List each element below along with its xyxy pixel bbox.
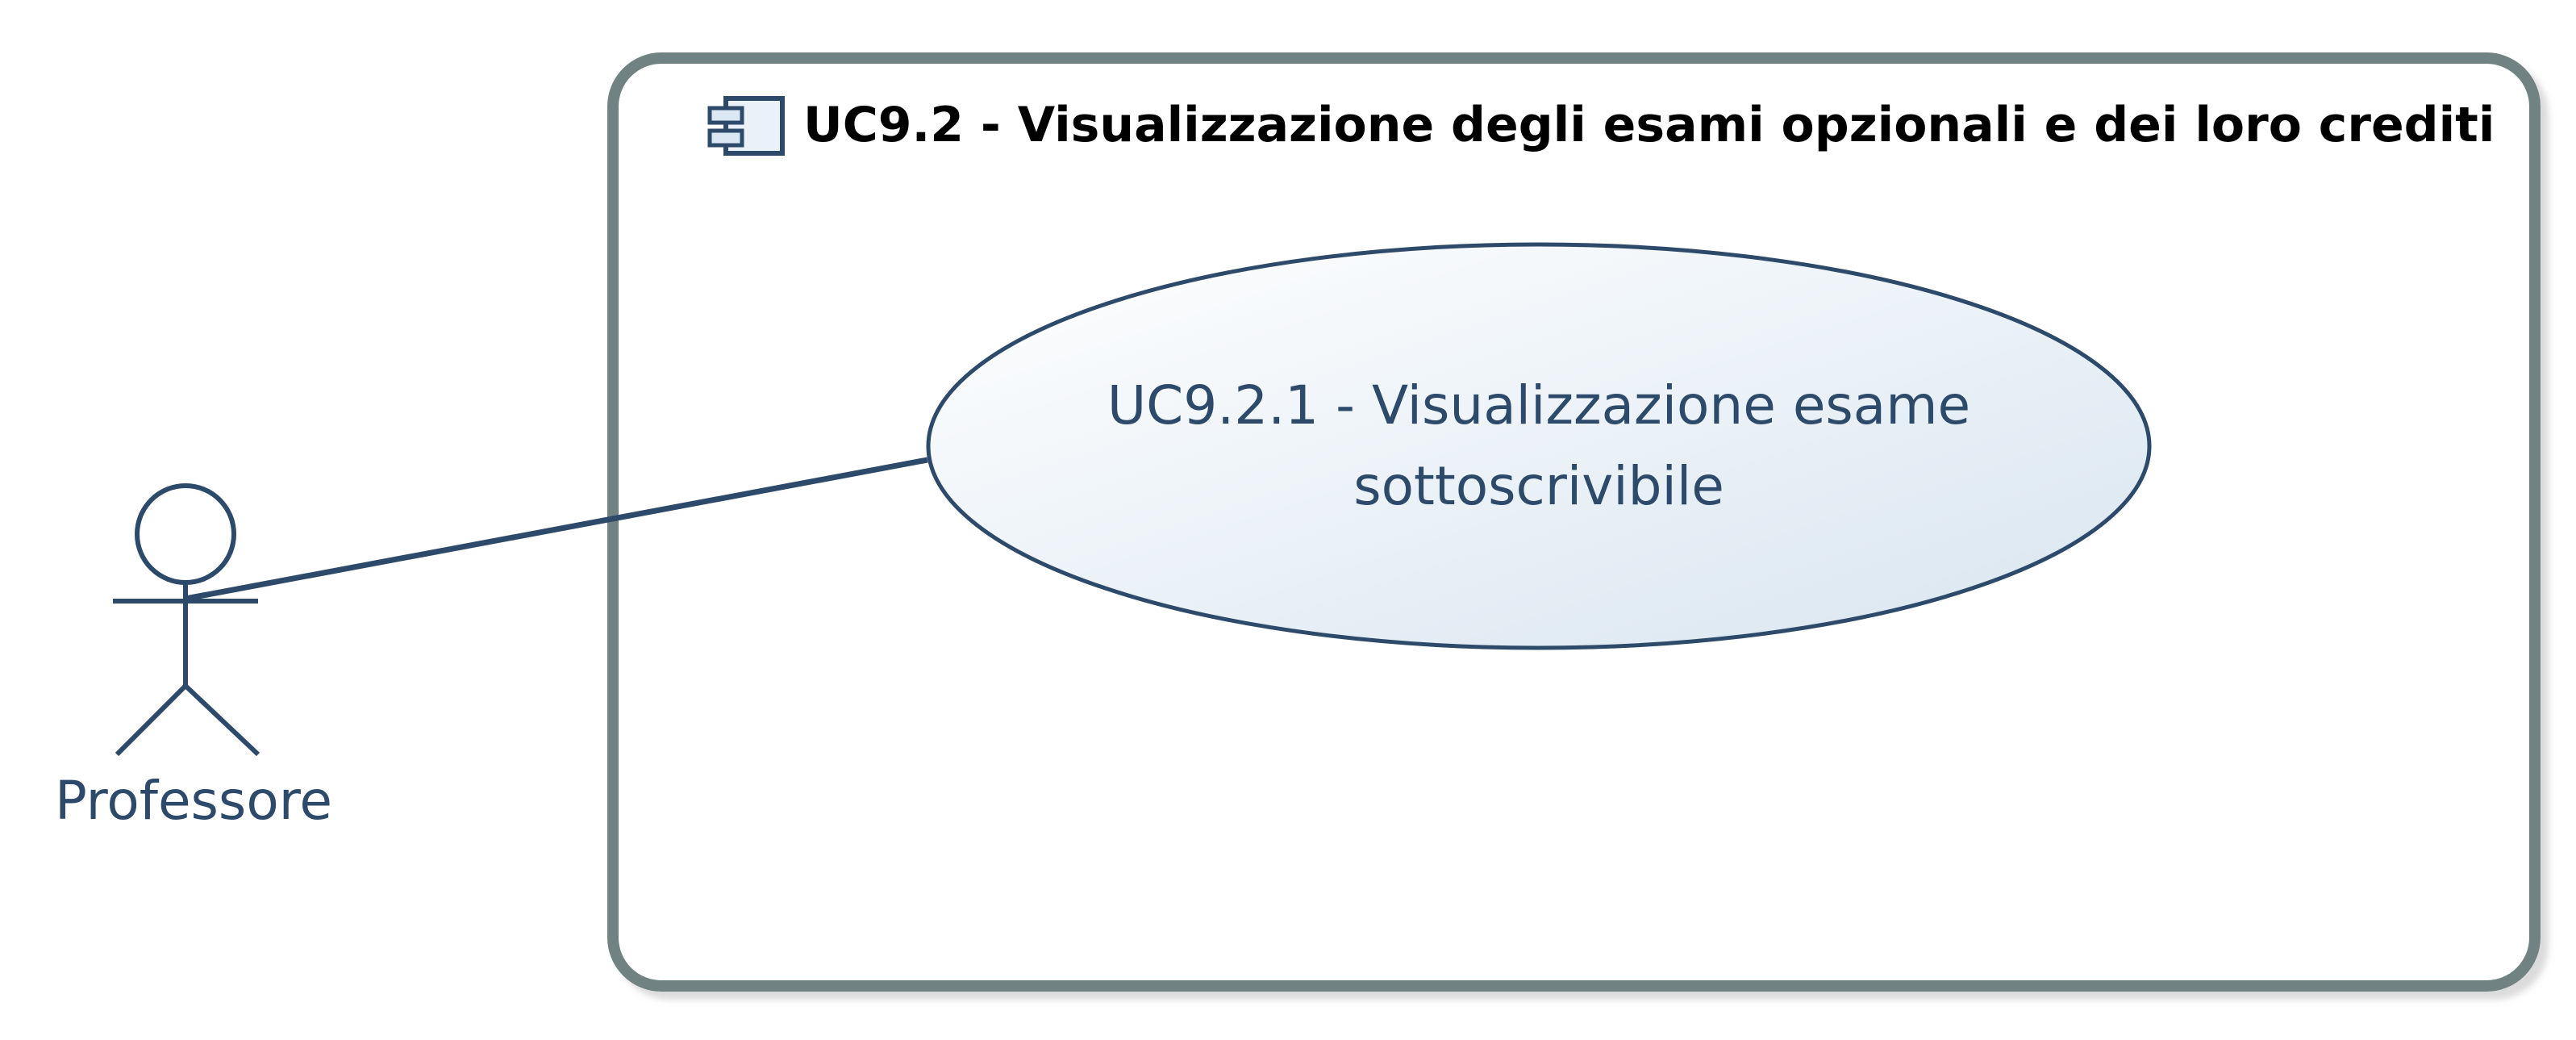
association-line[interactable] [185,457,928,602]
actor-label: Professore [55,770,332,832]
system-title: UC9.2 - Visualizzazione degli esami opzi… [803,97,2495,153]
use-case-label-line1: UC9.2.1 - Visualizzazione esame [1107,374,1970,436]
actor-right-leg [183,683,261,757]
actor-left-leg [115,683,188,757]
actor-head [135,483,236,585]
use-case-label-line2: sottoscrivibile [1353,455,1724,517]
component-icon [707,96,785,156]
use-case-ellipse[interactable] [926,242,2152,650]
actor-figure[interactable] [113,483,261,757]
